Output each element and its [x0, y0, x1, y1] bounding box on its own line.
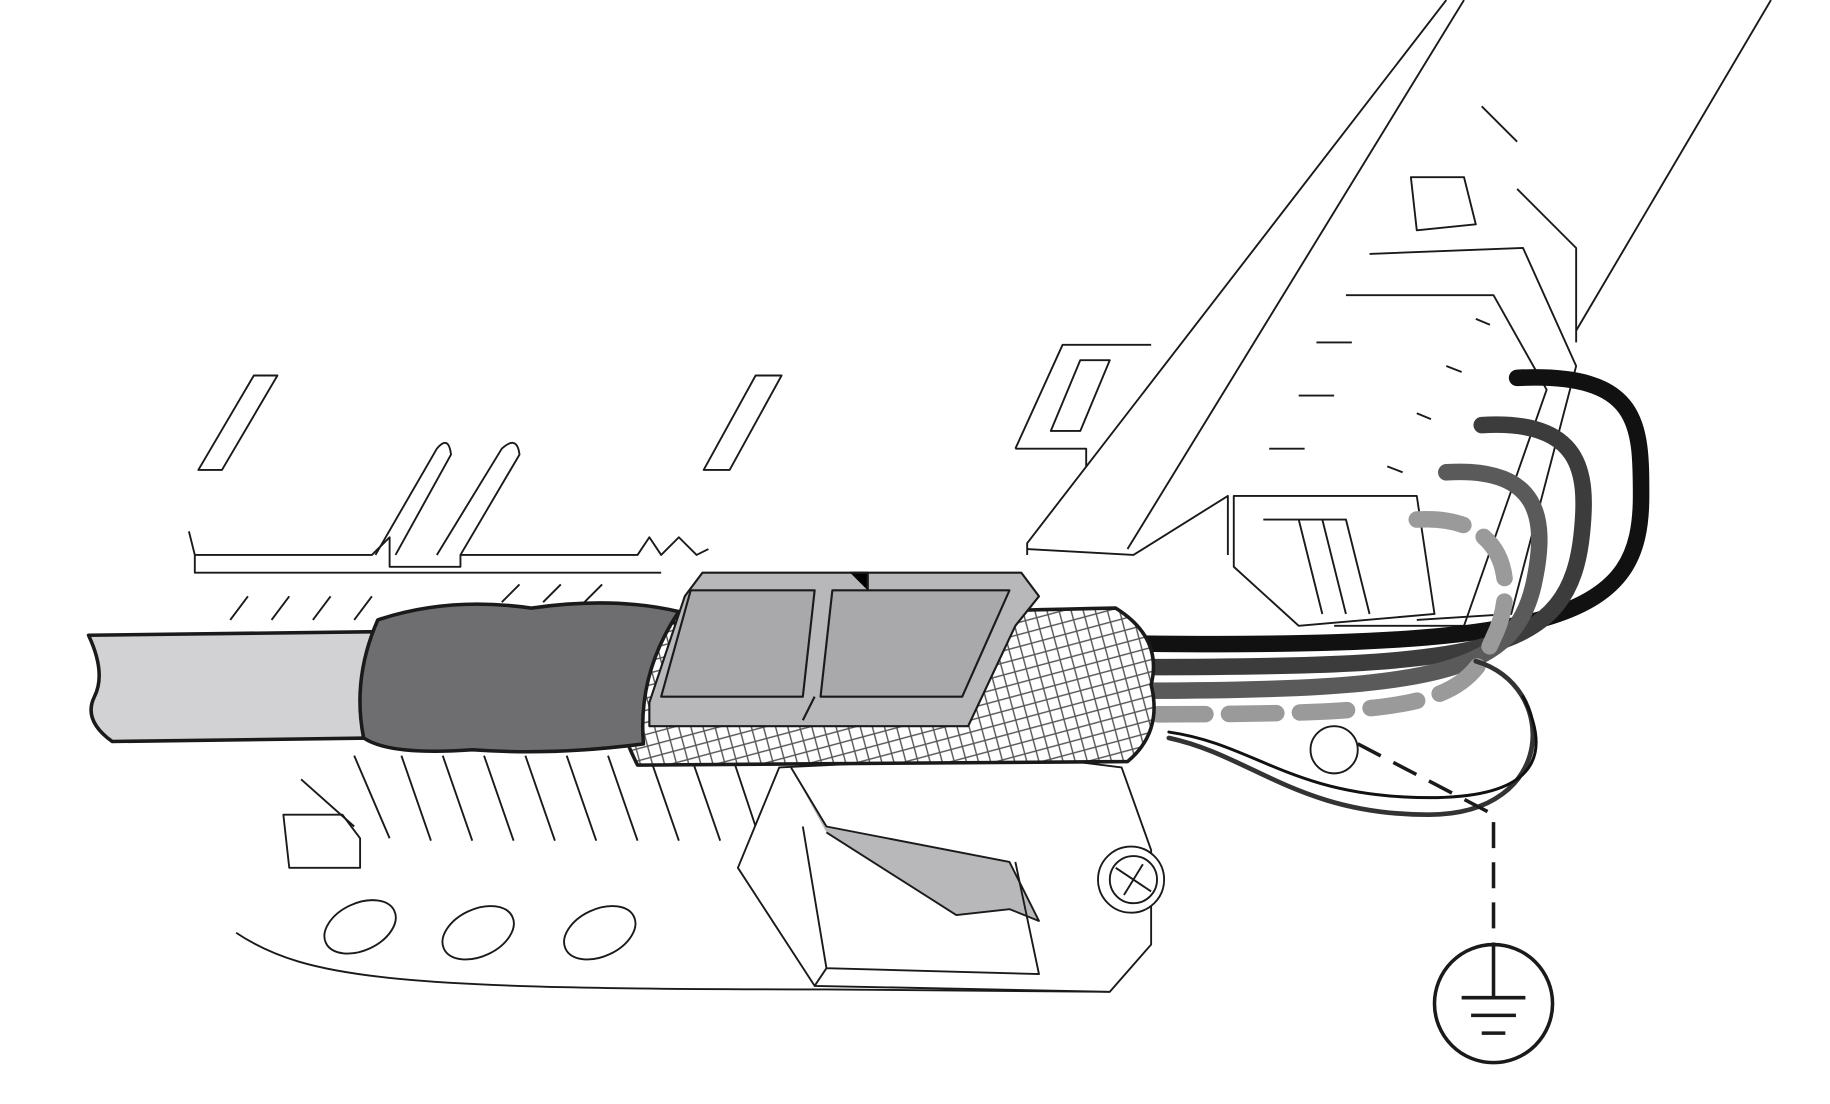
shield-clamp [648, 571, 1041, 728]
ground-screw-icon [1309, 725, 1359, 775]
clamp-bracket [736, 754, 1166, 993]
screw-icon [1097, 845, 1166, 914]
shielded-cable [86, 571, 1156, 767]
mounting-holes [323, 899, 637, 961]
vent-slots [229, 583, 757, 841]
connector-terminal-block [1232, 105, 1578, 627]
ground-connection [1356, 742, 1555, 1065]
conductor-wires [1125, 369, 1650, 818]
cable-outer-jacket [86, 629, 380, 744]
protective-earth-ground-icon [1432, 942, 1555, 1065]
drive-module-housing [187, 0, 1772, 993]
heat-shrink-sleeve [358, 601, 681, 754]
